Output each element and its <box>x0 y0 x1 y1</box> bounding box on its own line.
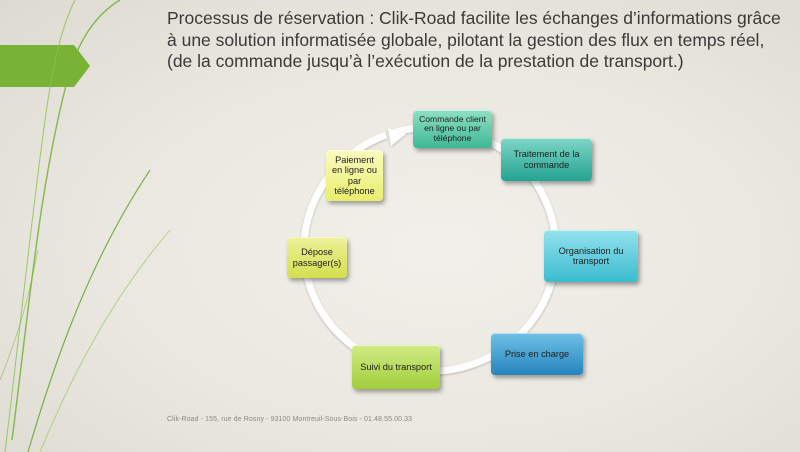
decorative-leaf-lines <box>0 0 171 452</box>
step-label: Paiement en ligne ou par téléphone <box>332 154 377 197</box>
cycle-arrowhead-icon <box>388 128 406 146</box>
step-label: Commande client en ligne ou par téléphon… <box>419 114 486 143</box>
green-arrow-banner <box>0 45 90 87</box>
step-commande-client: Commande client en ligne ou par téléphon… <box>413 110 492 148</box>
step-label: Suivi du transport <box>360 361 432 372</box>
slide-footer: Clik-Road - 155, rue de Rosny - 93100 Mo… <box>167 416 413 423</box>
step-suivi-transport: Suivi du transport <box>352 345 440 389</box>
step-traitement-commande: Traitement de la commande <box>501 138 592 181</box>
step-organisation-transport: Organisation du transport <box>544 230 638 282</box>
step-prise-en-charge: Prise en charge <box>491 333 583 375</box>
step-label: Prise en charge <box>504 348 570 359</box>
step-depose-passagers: Dépose passager(s) <box>287 237 347 278</box>
step-label: Traitement de la commande <box>513 149 580 170</box>
step-label: Dépose passager(s) <box>292 247 342 268</box>
step-label: Organisation du transport <box>558 245 624 267</box>
slide-title: Processus de réservation : Clik-Road fac… <box>167 8 781 71</box>
step-paiement: Paiement en ligne ou par téléphone <box>326 150 383 201</box>
